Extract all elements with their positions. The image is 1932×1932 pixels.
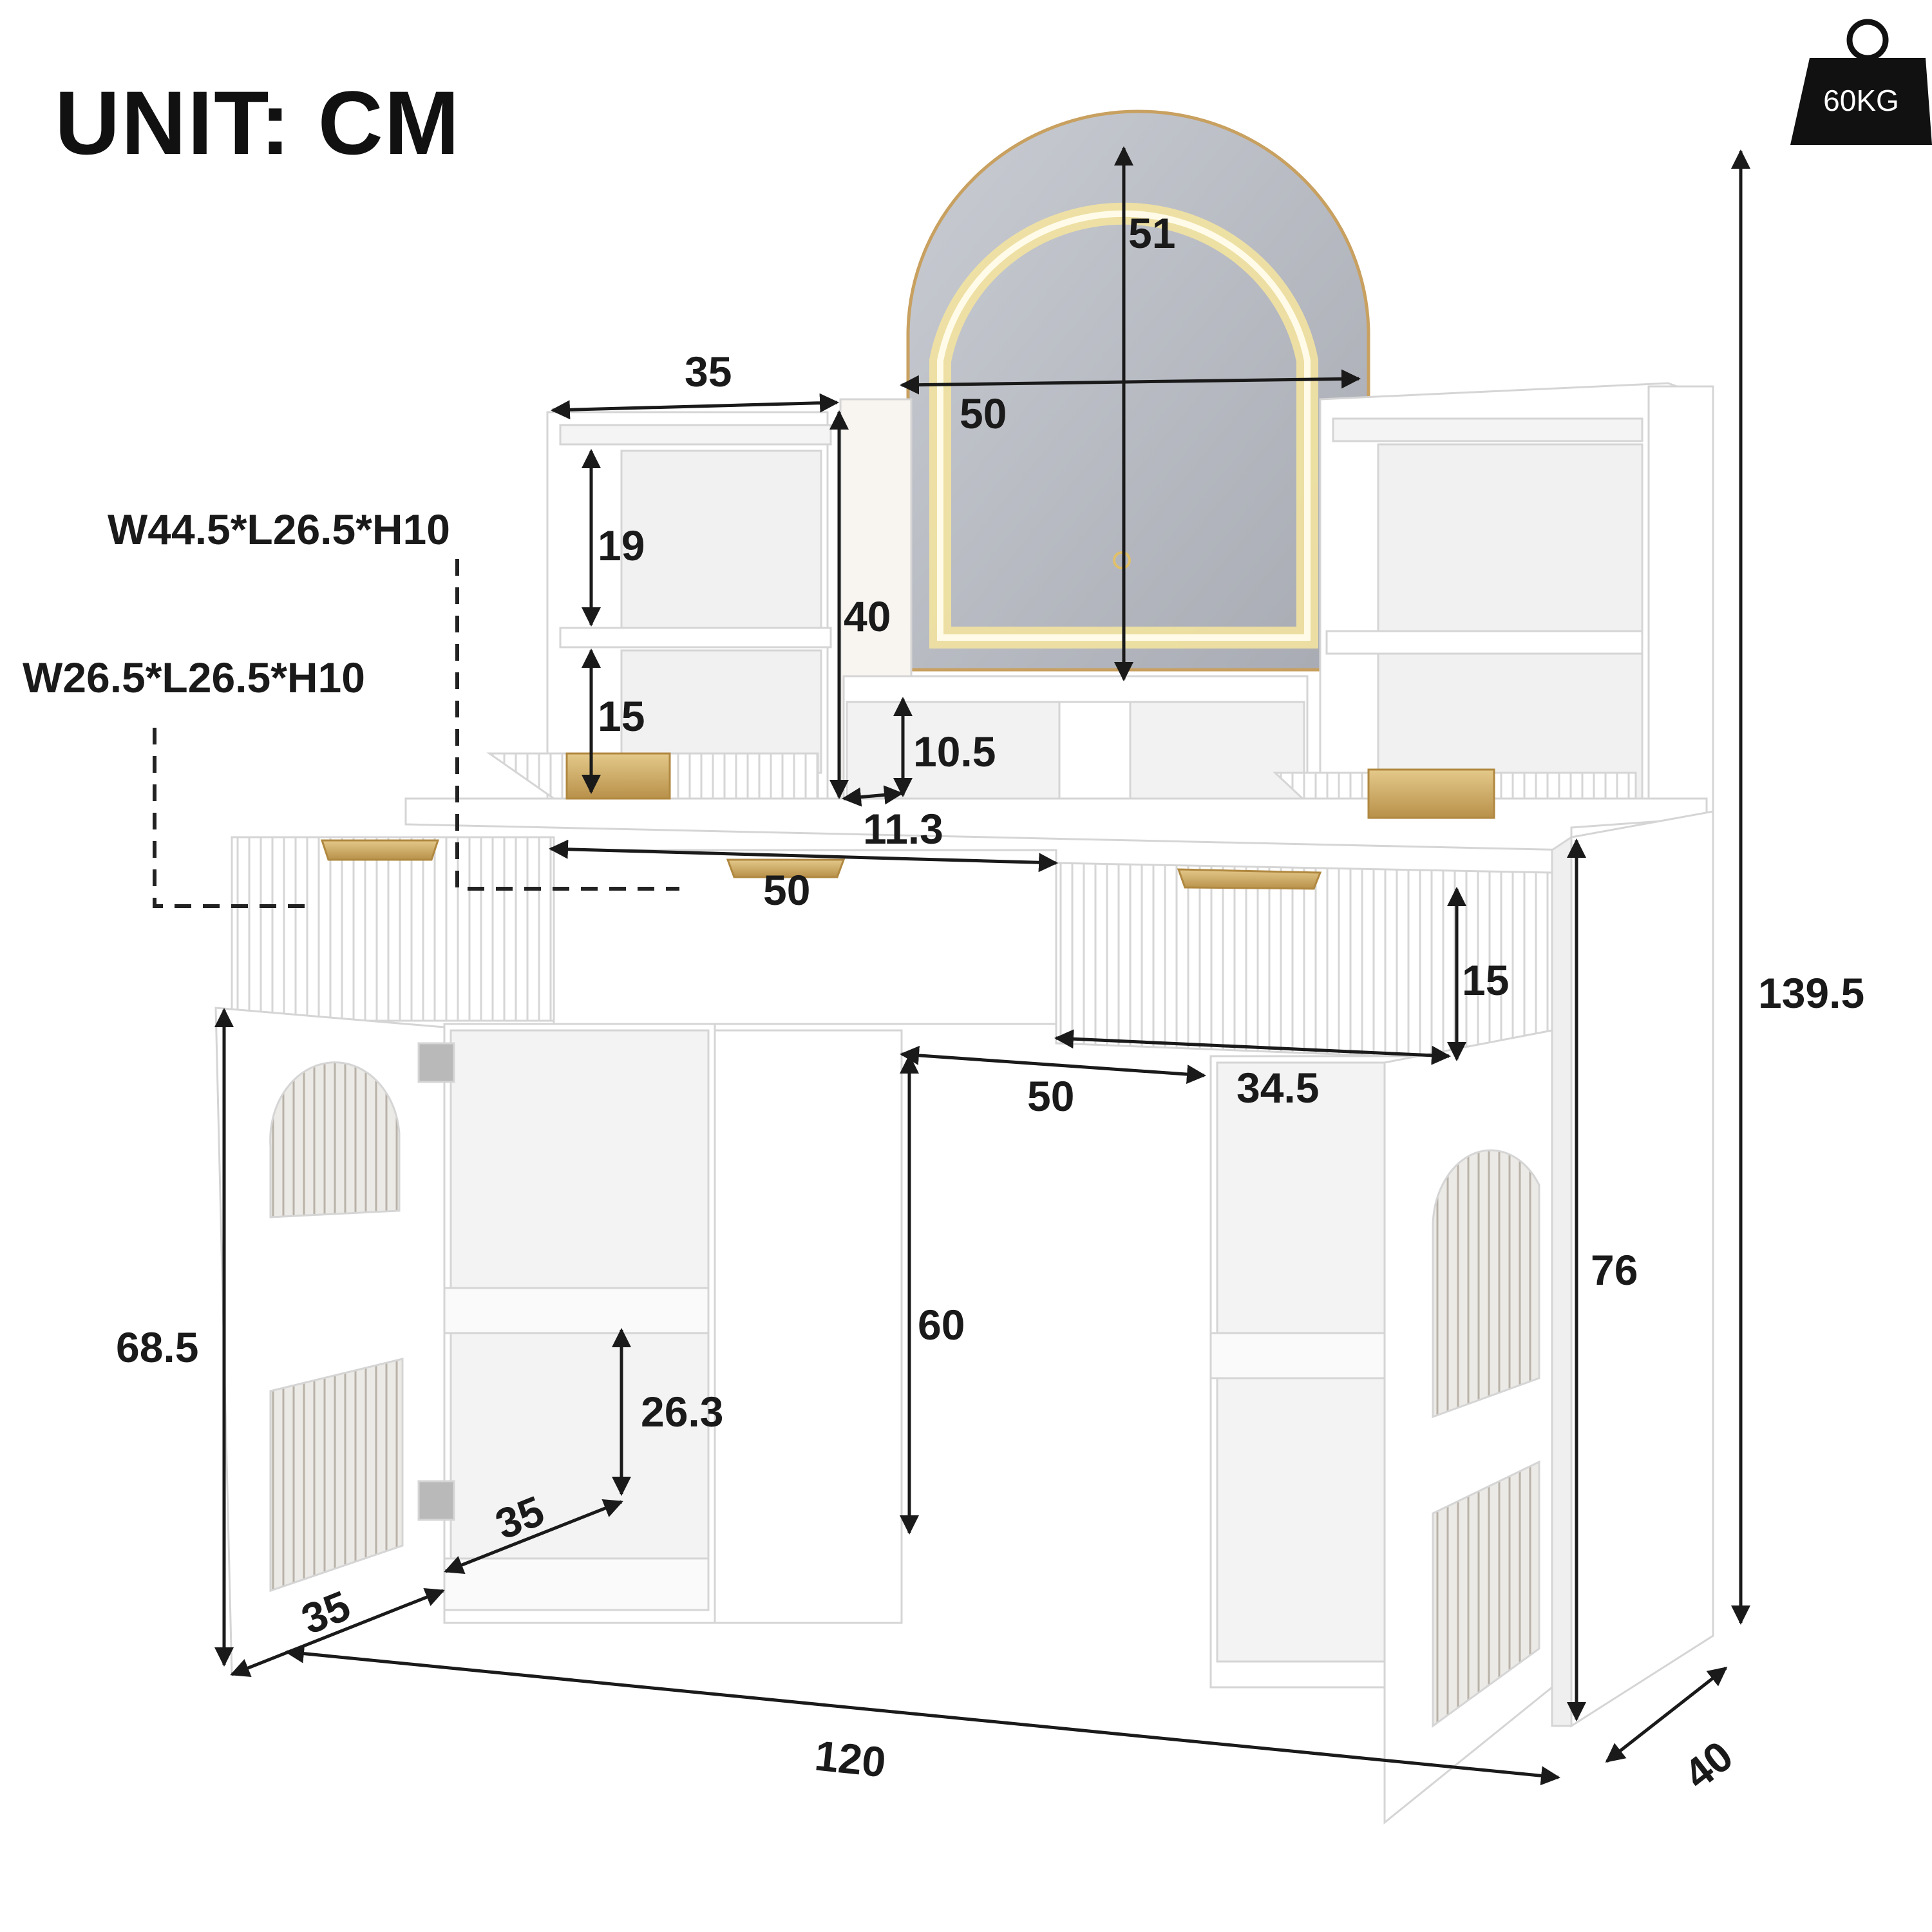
label-knee-width: 50	[1027, 1072, 1074, 1120]
weight-label: 60KG	[1823, 84, 1899, 117]
dimension-lines	[214, 146, 1750, 1786]
dim-line-cubby-depth	[842, 785, 904, 807]
dim-line-knee-width	[900, 1045, 1206, 1084]
dim-line-hutch-width	[551, 393, 839, 420]
hinge-upper-icon	[417, 1042, 455, 1083]
label-drawer-width-right: 34.5	[1236, 1064, 1319, 1112]
label-lower-shelf: 15	[598, 692, 645, 740]
left-door-glass-lower	[269, 1358, 404, 1593]
handle-hutch-right	[1367, 768, 1495, 819]
weight-badge: 60KG	[1790, 19, 1932, 145]
vanity-furniture	[214, 109, 1714, 1825]
desktop	[404, 797, 1708, 851]
drawer-size-callouts: W44.5*L26.5*H10 W26.5*L26.5*H10	[23, 506, 679, 908]
dim-line-cabinet-width	[230, 1588, 445, 1677]
handle-right-drawer	[1177, 868, 1322, 890]
guide-small-drawer	[153, 728, 309, 908]
label-knee-height: 60	[918, 1301, 965, 1349]
weight-icon	[1790, 58, 1932, 145]
label-drawer-height: 15	[1462, 956, 1509, 1004]
dim-line-cabinet-depth	[444, 1499, 623, 1575]
dim-line-mirror-width	[900, 369, 1361, 395]
right-door-glass-arch	[1432, 1149, 1540, 1419]
dim-line-drawer-width-right	[1054, 1029, 1451, 1065]
left-door-glass-arch	[269, 1061, 401, 1218]
handle-hutch-left	[565, 752, 671, 800]
center-drawer-front	[553, 849, 1057, 1025]
label-upper-shelf: 19	[598, 522, 645, 569]
hinge-lower-icon	[417, 1480, 455, 1521]
label-mirror-height: 51	[1128, 209, 1175, 257]
label-cubby-depth: 11.3	[863, 805, 943, 853]
weight-icon-ring	[1846, 19, 1889, 61]
left-drawer-front	[231, 836, 555, 1022]
dim-line-total-width	[285, 1643, 1560, 1786]
label-cubby-height: 10.5	[913, 728, 996, 775]
left-cabinet-side	[714, 1029, 903, 1624]
dim-line-total-depth	[1605, 1667, 1728, 1763]
large-drawer-size-label: W44.5*L26.5*H10	[108, 506, 450, 553]
right-cabinet-door	[1383, 1029, 1553, 1825]
small-drawer-size-label: W26.5*L26.5*H10	[23, 654, 365, 701]
label-total-width: 120	[813, 1731, 888, 1786]
handle-left-drawer	[320, 839, 440, 861]
unit-title: UNIT: CM	[55, 72, 461, 173]
label-total-height: 139.5	[1758, 969, 1864, 1017]
label-total-depth: 40	[1675, 1732, 1741, 1799]
label-mirror-width: 50	[960, 390, 1007, 437]
label-desk-height: 76	[1591, 1246, 1638, 1294]
label-drawer-width-left: 50	[763, 866, 810, 914]
label-cabinet-shelf: 26.3	[641, 1388, 723, 1435]
label-cabinet-height: 68.5	[116, 1323, 198, 1371]
dim-line-drawer-width-left	[549, 839, 1058, 873]
label-hutch-width: 35	[685, 348, 732, 395]
label-hutch-height: 40	[844, 592, 891, 640]
